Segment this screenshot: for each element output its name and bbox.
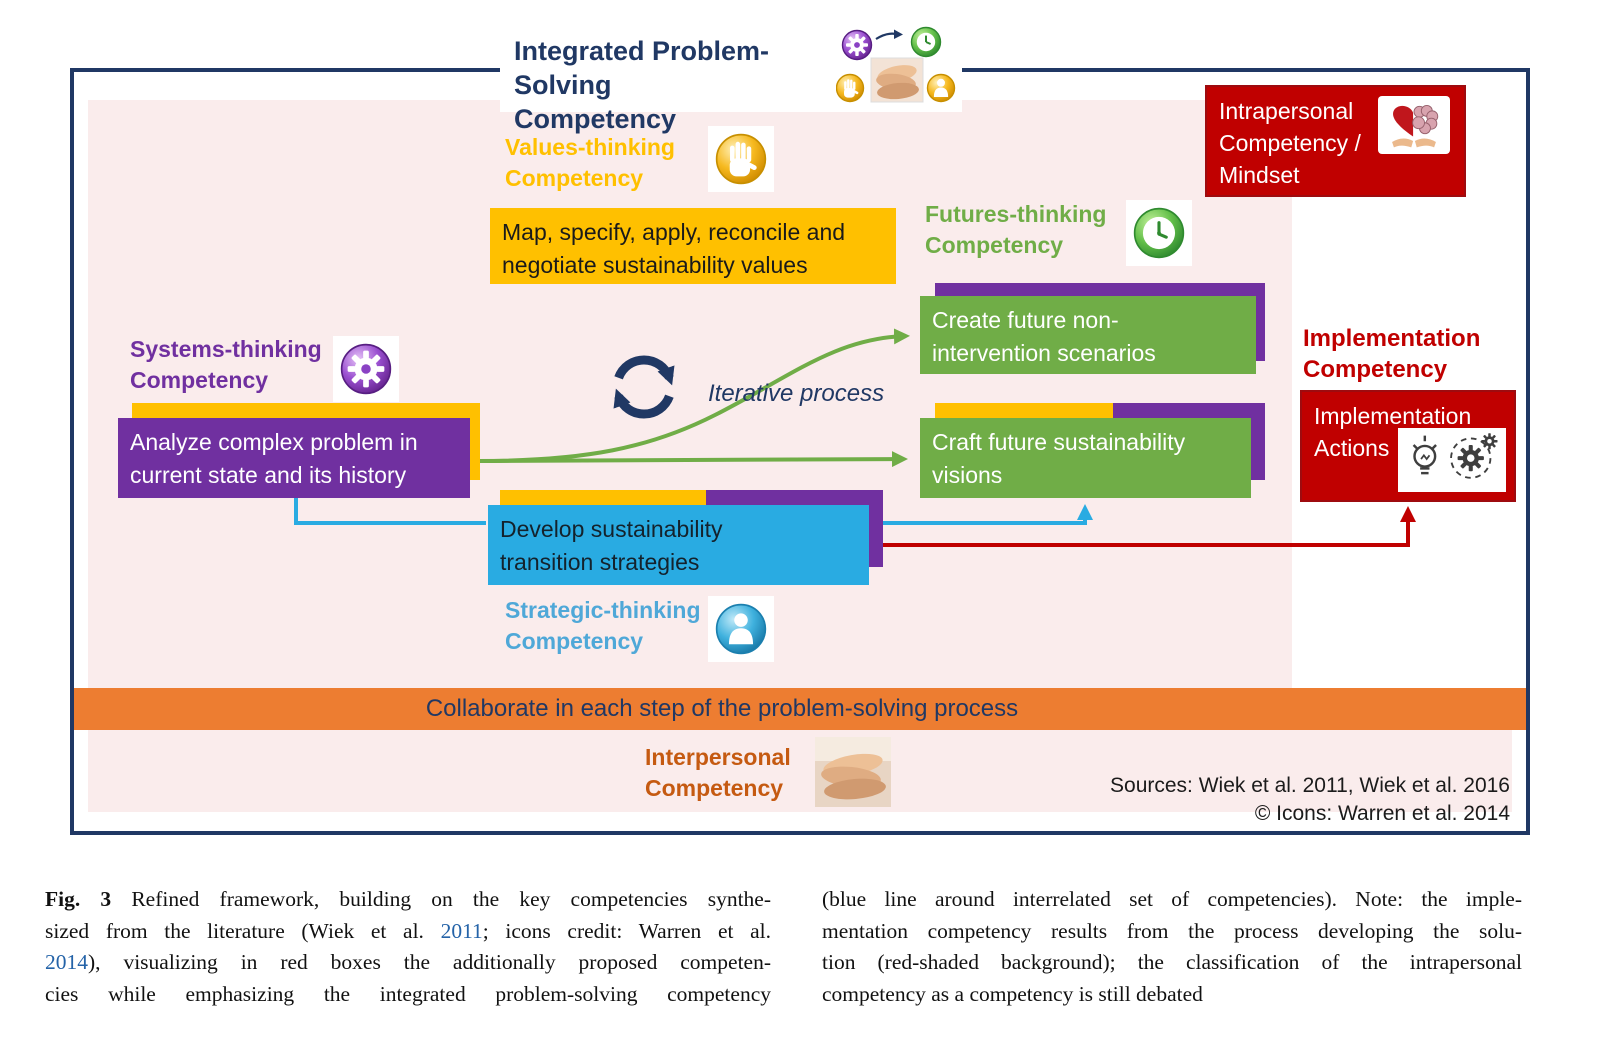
caption-line: (blue line around interrelated set of co… (822, 887, 1522, 911)
clock-icon (1126, 200, 1192, 266)
gear-icon (841, 29, 873, 61)
citation-link-2011[interactable]: 2011 (440, 918, 483, 943)
person-icon (926, 73, 956, 103)
analyze-problem-box: Analyze complex problem in current state… (118, 418, 470, 498)
intrapersonal-competency-box: Intrapersonal Competency / Mindset (1205, 85, 1466, 197)
collaborate-band: Collaborate in each step of the problem-… (74, 688, 1526, 730)
caption-text: ), visualizing in red boxes the addition… (88, 950, 771, 974)
hand-icon (835, 73, 865, 103)
sources-line2: © Icons: Warren et al. 2014 (1254, 802, 1510, 825)
stacked-hands-photo (815, 737, 891, 807)
strategic-thinking-label: Strategic-thinking Competency (505, 597, 701, 654)
intrapersonal-line3: Mindset (1219, 162, 1300, 188)
intrapersonal-line2: Competency / (1219, 130, 1361, 156)
competency-icons-cluster (835, 24, 962, 112)
caption-line: cies while emphasizing the integrated pr… (45, 981, 771, 1006)
futures-thinking-label: Futures-thinking Competency (925, 201, 1107, 258)
figure-title-line2: Competency (514, 104, 677, 134)
caption-text: sized from the literature (Wiek et al. (45, 918, 441, 943)
clock-icon (910, 26, 942, 58)
values-thinking-label: Values-thinking Competency (505, 134, 675, 191)
hand-icon (708, 126, 774, 192)
systems-thinking-label: Systems-thinking Competency (130, 336, 322, 393)
caption-line: 2014), visualizing in red boxes the addi… (45, 947, 771, 979)
sources-note: Sources: Wiek et al. 2011, Wiek et al. 2… (1000, 772, 1510, 828)
collaborate-band-text: Collaborate in each step of the problem-… (425, 695, 1019, 722)
gear-icon (333, 336, 399, 402)
iterative-process-label: Iterative process (708, 380, 885, 407)
develop-strategies-box: Develop sustainability transition strate… (488, 505, 869, 585)
interpersonal-competency-label: Interpersonal Competency (645, 744, 791, 801)
figure-title: Integrated Problem-Solving Competency (500, 28, 848, 134)
implementation-competency-label: Implementation Competency (1303, 325, 1481, 383)
caption-right-column: (blue line around interrelated set of co… (822, 884, 1522, 1010)
sources-line1: Sources: Wiek et al. 2011, Wiek et al. 2… (1110, 774, 1510, 797)
caption-line: sized from the literature (Wiek et al. 2… (45, 916, 771, 948)
citation-link-2014[interactable]: 2014 (45, 950, 88, 974)
red-shaded-background-bottom (88, 730, 1512, 812)
caption-text: ; icons credit: Warren et al. (482, 918, 771, 943)
heart-brain-hands-icon (1378, 96, 1450, 154)
values-box: Map, specify, apply, reconcile and negot… (490, 208, 896, 284)
caption-text: Refined framework, building on the key c… (111, 887, 771, 911)
intrapersonal-line1: Intrapersonal (1219, 98, 1354, 124)
caption-line: Fig. 3 Refined framework, building on th… (45, 884, 771, 916)
figure-number-label: Fig. 3 (45, 887, 112, 911)
caption-line: mentation competency results from the pr… (822, 918, 1522, 943)
caption-line: tion (red-shaded background); the classi… (822, 950, 1522, 974)
caption-line: competency as a competency is still deba… (822, 981, 1203, 1006)
stacked-hands-photo (870, 57, 924, 103)
craft-visions-box: Craft future sustainability visions (920, 418, 1251, 498)
create-scenarios-box: Create future non- intervention scenario… (920, 296, 1256, 374)
caption-left-column: Fig. 3 Refined framework, building on th… (45, 884, 771, 1010)
cluster-arrow-icon (875, 32, 897, 40)
figure-title-line1: Integrated Problem-Solving (514, 36, 770, 100)
lightbulb-gears-icon (1398, 428, 1506, 492)
person-icon (708, 596, 774, 662)
